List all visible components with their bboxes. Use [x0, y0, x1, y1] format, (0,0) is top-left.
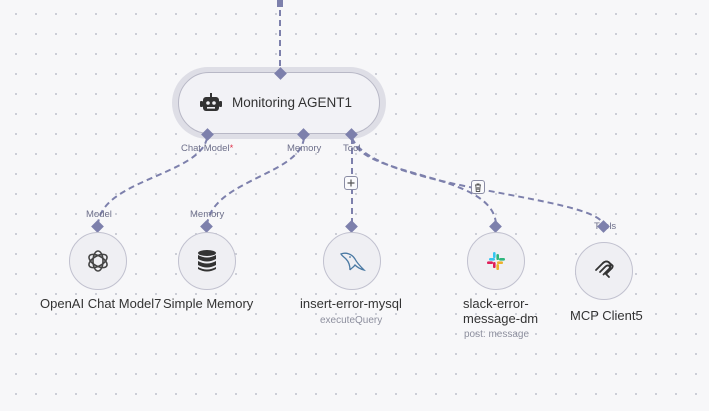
- chat-model-port-label: Chat Model*: [181, 143, 234, 154]
- openai-node-title: OpenAI Chat Model7: [40, 296, 162, 311]
- slack-node-title-line2: message-dm: [463, 311, 539, 326]
- slack-node-subtitle: post: message: [464, 329, 530, 340]
- mcp-icon: [595, 260, 614, 278]
- tool-to-slack-edge: [351, 137, 497, 226]
- model-input-label: Model: [86, 209, 112, 220]
- tool-port-label: Tool: [343, 143, 361, 154]
- robot-icon: [200, 93, 222, 111]
- memory-port-label: Memory: [287, 143, 322, 154]
- mysql-node-subtitle: executeQuery: [320, 315, 383, 326]
- mysql-node-title: insert-error-mysql: [300, 296, 402, 311]
- memory-input-label: Memory: [190, 209, 225, 220]
- add-tool-button[interactable]: [344, 176, 358, 190]
- memory-edge: [206, 137, 305, 226]
- slack-icon: [487, 252, 505, 270]
- slack-error-message-node[interactable]: [467, 232, 525, 290]
- simple-memory-title: Simple Memory: [163, 296, 254, 311]
- database-icon: [198, 250, 216, 272]
- openai-chat-model-node[interactable]: [69, 232, 127, 290]
- trash-icon: [475, 183, 481, 192]
- mcp-client-node[interactable]: [575, 242, 633, 300]
- chat-model-edge: [97, 137, 208, 226]
- slack-node-title-line1: slack-error-: [463, 296, 529, 311]
- plus-icon: [347, 179, 355, 187]
- delete-connection-button[interactable]: [471, 180, 485, 194]
- mysql-icon: [340, 252, 366, 272]
- openai-icon: [88, 250, 108, 272]
- agent-title: Monitoring AGENT1: [232, 95, 353, 110]
- agent-node[interactable]: Monitoring AGENT1: [172, 67, 386, 139]
- agent-node-body[interactable]: Monitoring AGENT1: [178, 72, 380, 134]
- mcp-node-title: MCP Client5: [570, 308, 643, 323]
- simple-memory-node[interactable]: [178, 232, 236, 290]
- required-marker: *: [229, 143, 234, 154]
- insert-error-mysql-node[interactable]: [323, 232, 381, 290]
